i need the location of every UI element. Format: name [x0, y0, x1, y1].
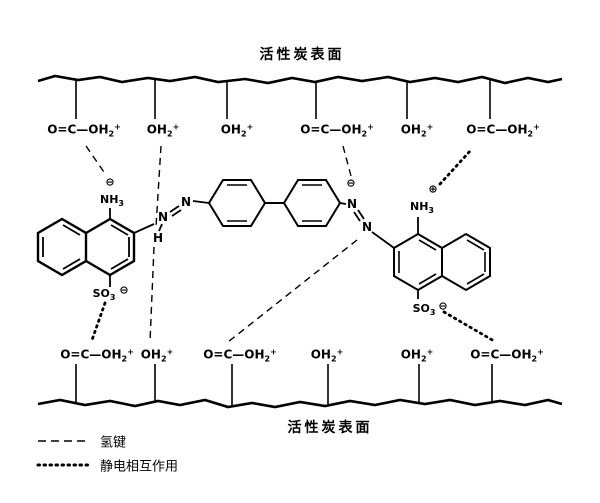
- hydrogen-bond-line: [155, 145, 162, 228]
- right-naphthalene-double-bonds: [398, 239, 486, 285]
- right-naphthalene-ring: [393, 232, 491, 292]
- right-azo-charge: ⊖: [346, 176, 356, 190]
- hydrogen-bond-line: [227, 239, 358, 343]
- formula-text: SO: [412, 302, 430, 315]
- hydroxyl-group: OH2+: [140, 347, 174, 364]
- right-azo-nitrogen-2: N: [361, 220, 373, 234]
- left-substituent-bonds: [109, 208, 155, 287]
- carboxyl-group: O=C—OH2+: [470, 347, 544, 364]
- left-azo-bridge: [158, 200, 210, 232]
- left-sulfonate-charge: ⊖: [119, 283, 129, 297]
- legend-electrostatic-label: 静电相互作用: [100, 459, 179, 475]
- electrostatic-line: [90, 301, 107, 342]
- hydroxyl-group: OH2+: [220, 122, 254, 139]
- formula-text: NH: [100, 193, 119, 206]
- bottom-surface-ticks: [75, 364, 493, 406]
- formula-text: OH: [310, 347, 331, 362]
- right-amine-charge: ⊕: [428, 182, 438, 196]
- azo-hydrogen: H: [152, 231, 164, 245]
- electrostatic-lines: [90, 148, 496, 343]
- carbon-surfaces: [37, 74, 563, 409]
- right-sulfonate-charge: ⊖: [438, 299, 448, 313]
- formula-text: OH: [220, 122, 241, 137]
- formula-text: OH: [400, 347, 421, 362]
- formula-text: O=C—OH: [60, 347, 122, 362]
- formula-text: NH: [410, 200, 429, 213]
- benzene-ring-2: [282, 179, 342, 227]
- bottom-surface-label: 活性炭表面: [287, 420, 373, 436]
- right-sulfonate-group: SO3: [412, 302, 436, 317]
- formula-text: O=C—OH: [47, 122, 109, 137]
- carboxyl-group: O=C—OH2+: [47, 122, 121, 139]
- hydrogen-bond-line: [342, 145, 352, 177]
- formula-text: SO: [92, 287, 110, 300]
- hydrogen-bond-lines: [85, 145, 358, 343]
- left-sulfonate-group: SO3: [92, 287, 116, 302]
- carboxyl-group: O=C—OH2+: [60, 347, 134, 364]
- dye-molecule: [36, 179, 491, 299]
- hydrogen-bond-line: [149, 246, 155, 343]
- formula-text: O=C—OH: [203, 347, 265, 362]
- carboxyl-group: O=C—OH2+: [466, 122, 540, 139]
- bottom-surface-line: [37, 398, 563, 409]
- formula-text: O=C—OH: [300, 122, 362, 137]
- left-azo-nitrogen-1: N: [157, 210, 169, 224]
- left-amine-charge: ⊖: [105, 175, 115, 189]
- hydroxyl-group: OH2+: [310, 347, 344, 364]
- legend-samples: [36, 440, 92, 467]
- carboxyl-group: O=C—OH2+: [203, 347, 277, 364]
- legend-hydrogen-bond-label: 氢键: [100, 435, 127, 451]
- hydroxyl-group: OH2+: [400, 347, 434, 364]
- left-naphthalene-double-bonds: [42, 224, 130, 270]
- hydrogen-bond-line: [85, 145, 107, 176]
- top-surface-line: [37, 74, 563, 85]
- left-ammonium-group: NH3: [100, 193, 124, 208]
- electrostatic-line: [442, 310, 496, 343]
- hydroxyl-group: OH2+: [146, 122, 180, 139]
- top-surface-label: 活性炭表面: [259, 47, 345, 63]
- carboxyl-group: O=C—OH2+: [300, 122, 374, 139]
- right-azo-bridge: [339, 202, 395, 249]
- electrostatic-line: [438, 148, 473, 186]
- top-surface-ticks: [75, 79, 491, 119]
- right-azo-nitrogen-1: N: [346, 197, 358, 211]
- benzene-ring-1: [207, 179, 267, 227]
- hydroxyl-group: OH2+: [400, 122, 434, 139]
- formula-text: O=C—OH: [470, 347, 532, 362]
- left-naphthalene-ring: [36, 217, 136, 277]
- formula-text: OH: [140, 347, 161, 362]
- right-ammonium-group: NH3: [410, 200, 434, 215]
- formula-text: OH: [146, 122, 167, 137]
- left-azo-nitrogen-2: N: [180, 195, 192, 209]
- formula-text: O=C—OH: [466, 122, 528, 137]
- formula-text: OH: [400, 122, 421, 137]
